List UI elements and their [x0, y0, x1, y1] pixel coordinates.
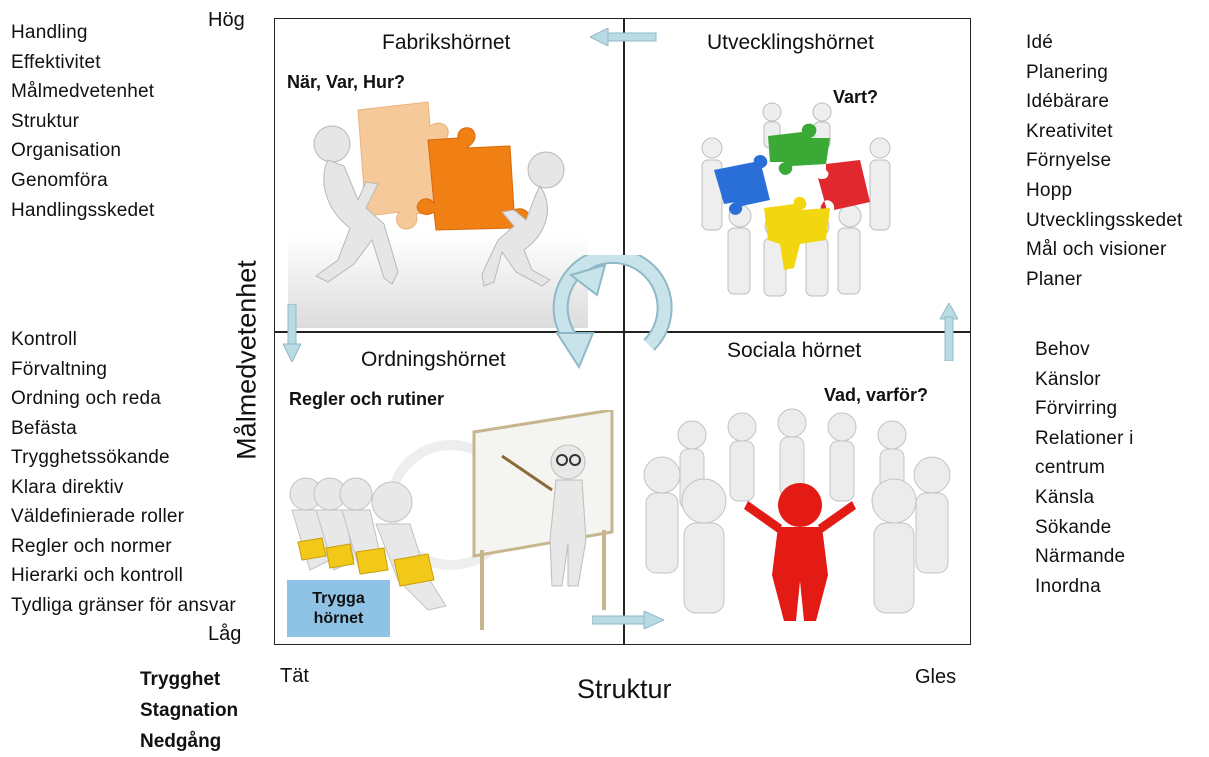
- bottom-keyword-item: Trygghet: [140, 669, 221, 690]
- top-right-keyword-item: Idébärare: [1026, 91, 1110, 113]
- x-axis-right-label: Gles: [915, 666, 957, 688]
- bottom-left-keyword-item: Ordning och reda: [11, 388, 162, 409]
- bottom-left-keyword-item: Kontroll: [11, 329, 78, 350]
- bottom-keyword-item: Nedgång: [140, 731, 222, 752]
- bottom-right-keyword-item: Förvirring: [1035, 398, 1118, 420]
- bottom-right-keyword-item: Behov: [1035, 339, 1090, 360]
- bottom-left-keyword-item: Klara direktiv: [11, 476, 124, 498]
- bottom-left-keyword-item: Trygghetssökande: [11, 447, 170, 468]
- top-left-keyword-item: Organisation: [11, 140, 122, 162]
- top-right-keyword-item: Utvecklingsskedet: [1026, 209, 1183, 231]
- bottom-keyword-item: Stagnation: [140, 700, 239, 721]
- puzzle-circle-illustration: [701, 102, 891, 297]
- bottom-right-keyword-item: Inordna: [1035, 575, 1101, 597]
- quadrant-subtitle-fabrik: När, Var, Hur?: [287, 72, 406, 92]
- bottom-right-keyword-item: Sökande: [1035, 516, 1112, 538]
- top-right-keyword-item: Kreativitet: [1026, 120, 1113, 142]
- bottom-left-keyword-item: Väldefinierade roller: [11, 506, 185, 527]
- bottom-right-keyword-item: Relationer i: [1035, 427, 1134, 449]
- y-axis-low-label: Låg: [208, 623, 242, 645]
- puzzle-carriers-illustration: [288, 101, 588, 328]
- social-circle-illustration: [643, 408, 951, 621]
- top-right-keyword-item: Planering: [1026, 61, 1109, 83]
- horizontal-divider: [274, 331, 971, 333]
- bottom-left-keyword-item: Förvaltning: [11, 358, 108, 380]
- bottom-left-keyword-item: Regler och normer: [11, 535, 172, 557]
- badge-line-1: Trygga: [312, 589, 365, 607]
- x-axis-left-label: Tät: [280, 665, 309, 687]
- arrow-left-icon: [590, 28, 657, 46]
- bottom-left-keyword-item: Hierarki och kontroll: [11, 565, 184, 586]
- classroom-illustration: [289, 410, 614, 630]
- bottom-left-keyword-item: Befästa: [11, 417, 77, 439]
- top-right-keyword-item: Förnyelse: [1026, 150, 1112, 172]
- top-left-keyword-item: Målmedvetenhet: [11, 81, 155, 103]
- quadrant-title-utveckling: Utvecklingshörnet: [707, 31, 874, 54]
- bottom-left-keyword-item: Tydliga gränser för ansvar: [11, 594, 236, 616]
- quadrant-title-fabrik: Fabrikshörnet: [382, 31, 511, 54]
- top-right-keyword-item: Mål och visioner: [1026, 239, 1167, 261]
- quadrant-subtitle-sociala: Vad, varför?: [824, 385, 929, 405]
- trygga-hornet-badge: Trygga hörnet: [287, 580, 390, 637]
- top-right-keyword-item: Planer: [1026, 268, 1083, 290]
- quadrant-title-sociala: Sociala hörnet: [727, 339, 862, 362]
- y-axis-title: Målmedvetenhet: [217, 240, 277, 480]
- top-right-keyword-item: Idé: [1026, 32, 1054, 53]
- top-left-keyword-item: Handling: [11, 22, 88, 43]
- y-axis-high-label: Hög: [208, 9, 245, 31]
- bottom-right-keyword-item: Närmande: [1035, 546, 1126, 568]
- cycle-arrow-icon: [552, 255, 673, 370]
- top-left-keyword-item: Effektivitet: [11, 51, 101, 73]
- top-left-keyword-item: Genomföra: [11, 169, 108, 191]
- y-axis-title-text: Målmedvetenhet: [231, 260, 262, 460]
- arrow-down-icon: [283, 304, 301, 362]
- bottom-right-keyword-item: Känsla: [1035, 486, 1095, 508]
- quadrant-subtitle-ordning: Regler och rutiner: [289, 389, 445, 409]
- quadrant-subtitle-utveckling: Vart?: [833, 87, 879, 107]
- top-left-keyword-item: Handlingsskedet: [11, 199, 155, 221]
- badge-line-2: hörnet: [313, 609, 364, 627]
- quadrant-title-ordning: Ordningshörnet: [361, 348, 506, 371]
- top-right-keyword-item: Hopp: [1026, 179, 1073, 201]
- bottom-right-keyword-item: Känslor: [1035, 368, 1101, 390]
- arrow-up-icon: [940, 303, 958, 361]
- arrow-right-icon: [592, 611, 664, 629]
- top-left-keyword-item: Struktur: [11, 110, 80, 132]
- bottom-right-keyword-item: centrum: [1035, 457, 1106, 479]
- x-axis-title: Struktur: [577, 674, 672, 704]
